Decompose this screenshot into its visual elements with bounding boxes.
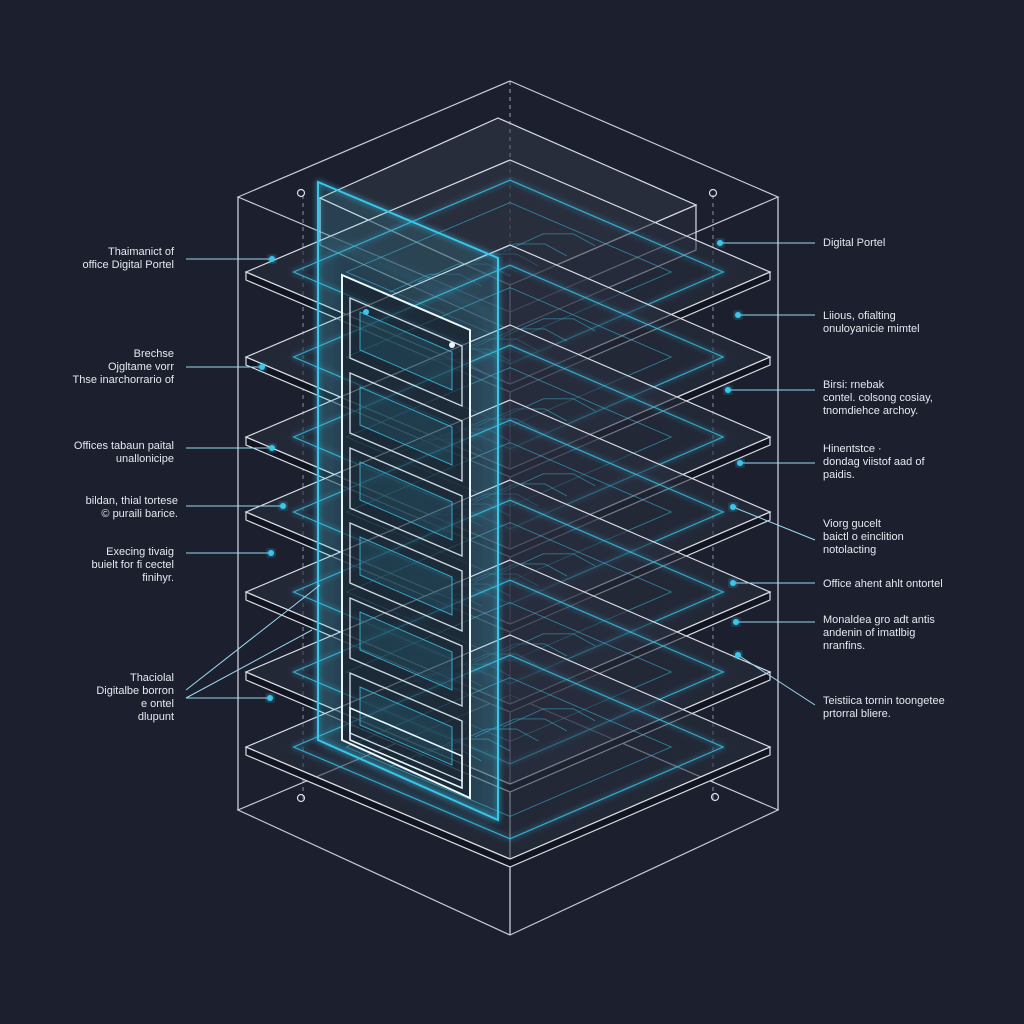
callout-line: dondag viistof aad of <box>823 456 925 468</box>
callout-leaders <box>185 240 816 706</box>
callout-right-6: Office ahent ahlt ontortel <box>823 578 943 591</box>
callout-line: © puraili barice. <box>101 508 178 520</box>
door-handle-plate <box>349 706 463 790</box>
callout-dot <box>268 550 274 556</box>
callout-line: andenin of imatlbig <box>823 627 916 639</box>
callout-left-5: Execing tivaig buielt for fi cectel fini… <box>91 546 174 585</box>
callout-right-7: Monaldea gro adt antis andenin of imatlb… <box>823 614 935 653</box>
callout-dot <box>269 445 275 451</box>
callout-dot <box>280 503 286 509</box>
circuit-trace <box>503 318 596 338</box>
callout-dot <box>267 695 273 701</box>
cage-corner-marker <box>296 188 306 198</box>
callout-leader-line <box>737 654 816 706</box>
callout-line: unallonicipe <box>115 453 174 465</box>
door-module <box>349 296 463 408</box>
circuit-trace <box>503 233 596 253</box>
panel-halo <box>327 238 489 824</box>
door-module-inner <box>359 311 453 391</box>
callout-dot <box>737 460 743 466</box>
callout-line: buielt for fi cectel <box>91 559 174 571</box>
callout-line: Birsi: rnebak <box>823 379 885 391</box>
callout-line: Brechse <box>133 348 174 360</box>
callout-line: nranfins. <box>823 640 866 652</box>
callout-dot <box>730 580 736 586</box>
callout-line: Thse inarchorrario of <box>72 374 175 386</box>
callout-line: contel. colsong cosiay, <box>823 392 933 404</box>
door-module-inner <box>359 611 453 691</box>
callout-line: paidis. <box>823 469 855 481</box>
cage-corner-marker <box>710 792 720 802</box>
door-module-inner <box>359 386 453 466</box>
callout-right-5: Viorg gucelt baictl o einclition notolac… <box>823 518 904 557</box>
callout-left-4: bildan, thial tortese © puraili barice. <box>86 495 178 521</box>
callout-line: Monaldea gro adt antis <box>823 614 935 626</box>
callout-left-1: Thaimanict of office Digital Portel <box>82 246 174 272</box>
callout-line: office Digital Portel <box>82 259 174 271</box>
door-module <box>349 596 463 708</box>
door-module-inner <box>359 461 453 541</box>
callout-left-2: Brechse Ojgltame vorr Thse inarchorrario… <box>73 348 175 387</box>
callout-line: tnomdiehce archoy. <box>823 405 919 417</box>
callout-right-1: Digital Portel <box>823 237 885 250</box>
callout-dot <box>725 387 731 393</box>
callout-line: Ojgltame vorr <box>107 361 174 373</box>
circuit-trace <box>503 553 596 573</box>
callout-dot <box>735 652 741 658</box>
cage-corner-marker <box>708 188 718 198</box>
callout-dot <box>735 312 741 318</box>
callout-dot <box>269 256 275 262</box>
circuit-trace <box>503 473 596 493</box>
callout-line: Teistiica tornin toongetee <box>823 695 945 707</box>
callout-line: Offices tabaun paital <box>73 440 174 452</box>
callout-line: dlupunt <box>137 711 174 723</box>
callout-leader-line <box>185 584 321 691</box>
callout-left-6: Thaciolal Digitalbe borron e ontel dlupu… <box>96 672 174 724</box>
callout-leader-line <box>185 629 313 699</box>
front-glow-panel <box>317 180 499 824</box>
panel-door <box>341 273 471 800</box>
callout-line: Execing tivaig <box>106 546 174 558</box>
callout-line: Hinentstce · <box>823 443 882 455</box>
callout-dot <box>730 504 736 510</box>
circuit-trace <box>503 708 596 728</box>
door-module-inner <box>359 536 453 616</box>
callout-line: Office ahent ahlt ontortel <box>823 578 943 590</box>
callout-right-8: Teistiica tornin toongetee prtorral blie… <box>823 695 945 721</box>
door-module <box>349 371 463 483</box>
callout-line: Thaimanict of <box>107 246 174 258</box>
callout-dot <box>733 619 739 625</box>
callout-line: finihyr. <box>142 572 174 584</box>
callout-line: Viorg gucelt <box>823 518 881 530</box>
door-indicator-light <box>449 342 455 348</box>
callout-line: Liious, ofialting <box>823 310 896 322</box>
callout-leader-line <box>732 506 816 541</box>
callout-right-3: Birsi: rnebak contel. colsong cosiay, tn… <box>823 379 933 418</box>
callout-dot <box>717 240 723 246</box>
callout-line: Digitalbe borron <box>96 685 174 697</box>
callout-right-4: Hinentstce · dondag viistof aad of paidi… <box>823 443 925 482</box>
door-module <box>349 521 463 633</box>
callout-line: bildan, thial tortese <box>85 495 178 507</box>
callout-line: Thaciolal <box>129 672 174 684</box>
door-module <box>349 446 463 558</box>
shelf-layers <box>244 159 772 868</box>
callout-right-2: Liious, ofialting onuloyanicie mimtel <box>823 310 920 336</box>
callout-line: Digital Portel <box>823 237 886 249</box>
callout-dot <box>259 364 265 370</box>
callout-line: prtorral bliere. <box>823 708 891 720</box>
callout-line: e ontel <box>140 698 174 710</box>
callout-line: onuloyanicie mimtel <box>823 323 920 335</box>
callout-line: notolacting <box>823 544 877 556</box>
callout-line: baictl o einclition <box>823 531 904 543</box>
callout-left-3: Offices tabaun paital unallonicipe <box>74 440 174 466</box>
cage-corner-marker <box>296 793 306 803</box>
door-indicator-light <box>363 309 369 315</box>
